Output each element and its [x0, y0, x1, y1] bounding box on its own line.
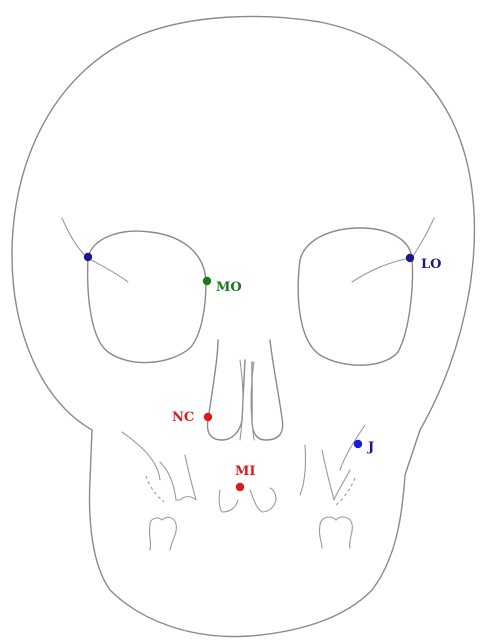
landmark-point: [84, 253, 92, 261]
left-orbit: [88, 231, 206, 362]
landmark-point: [406, 254, 414, 262]
landmark-label: J: [367, 440, 374, 455]
landmark-label: LO: [421, 257, 441, 272]
landmark-orbit-left-lateral: [84, 253, 92, 261]
left-tooth: [149, 517, 176, 550]
landmark-label: MO: [216, 280, 242, 295]
landmark-label: NC: [172, 410, 194, 425]
left-orbit-brow-line: [62, 218, 88, 258]
left-maxilla-lines: [122, 432, 196, 500]
skull-outline: [12, 16, 474, 636]
landmark-point: [204, 413, 212, 421]
right-orbit: [298, 228, 412, 365]
nasal-cavity: [208, 340, 283, 440]
right-orbit-inner-line: [352, 258, 410, 282]
landmark-MO: MO: [203, 277, 242, 295]
right-tooth: [319, 517, 352, 548]
landmark-J: J: [354, 440, 374, 455]
landmark-label: MI: [235, 464, 255, 479]
right-maxilla-lines: [300, 425, 365, 500]
landmark-LO: LO: [406, 254, 442, 272]
incisors: [219, 488, 276, 512]
landmark-point: [236, 483, 244, 491]
landmark-point: [203, 277, 211, 285]
landmark-point: [354, 440, 362, 448]
left-maxilla-dashed: [146, 476, 164, 502]
right-maxilla-dashed: [336, 478, 355, 505]
landmark-NC: NC: [172, 410, 212, 425]
left-orbit-inner-line: [88, 258, 128, 282]
landmark-MI: MI: [235, 464, 255, 491]
right-orbit-brow-line: [412, 218, 434, 258]
